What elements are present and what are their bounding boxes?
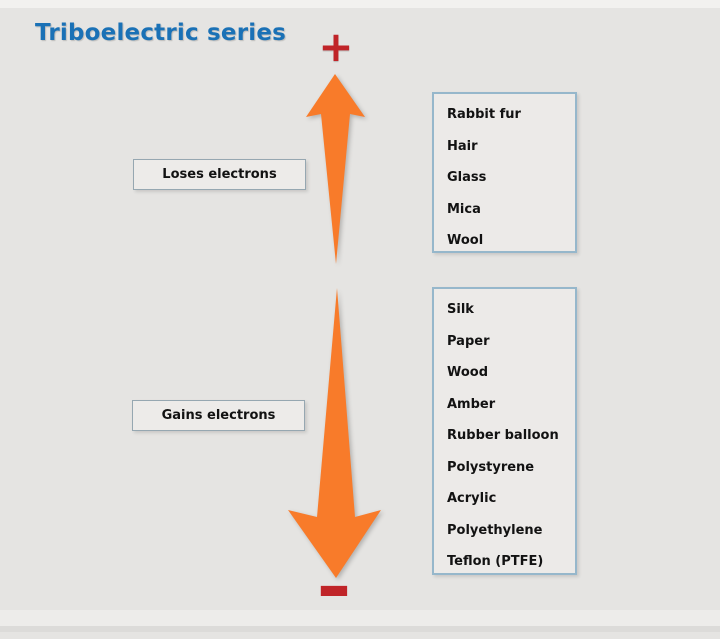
list-item: Hair — [447, 138, 478, 154]
minus-sign: − — [316, 536, 352, 639]
plus-sign: + — [318, 22, 354, 71]
list-item: Paper — [447, 333, 490, 349]
list-item: Polystyrene — [447, 459, 535, 475]
list-item: Teflon (PTFE) — [447, 554, 544, 570]
list-item: Wood — [447, 365, 489, 381]
down-arrow-icon — [288, 288, 381, 578]
loses-electrons-text: Loses electrons — [162, 167, 277, 182]
list-item: Rabbit fur — [447, 107, 521, 123]
negative-materials-box: Silk Paper Wood Amber Rubber balloon Pol… — [432, 287, 577, 575]
list-item: Mica — [447, 201, 481, 217]
list-item: Amber — [447, 396, 496, 412]
gains-electrons-label: Gains electrons — [132, 400, 305, 431]
list-item: Polyethylene — [447, 522, 543, 538]
positive-materials-box: Rabbit fur Hair Glass Mica Wool — [432, 92, 577, 253]
bottom-edge-line — [0, 626, 720, 632]
list-item: Acrylic — [447, 491, 497, 507]
list-item: Rubber balloon — [447, 428, 559, 444]
top-edge-strip — [0, 0, 720, 8]
list-item: Glass — [447, 170, 487, 186]
loses-electrons-label: Loses electrons — [133, 159, 306, 190]
bottom-edge-strip — [0, 610, 720, 626]
up-arrow-icon — [306, 74, 365, 264]
page-title: Triboelectric series — [35, 20, 287, 46]
gains-electrons-text: Gains electrons — [161, 408, 276, 423]
list-item: Silk — [447, 302, 474, 318]
list-item: Wool — [447, 233, 484, 249]
